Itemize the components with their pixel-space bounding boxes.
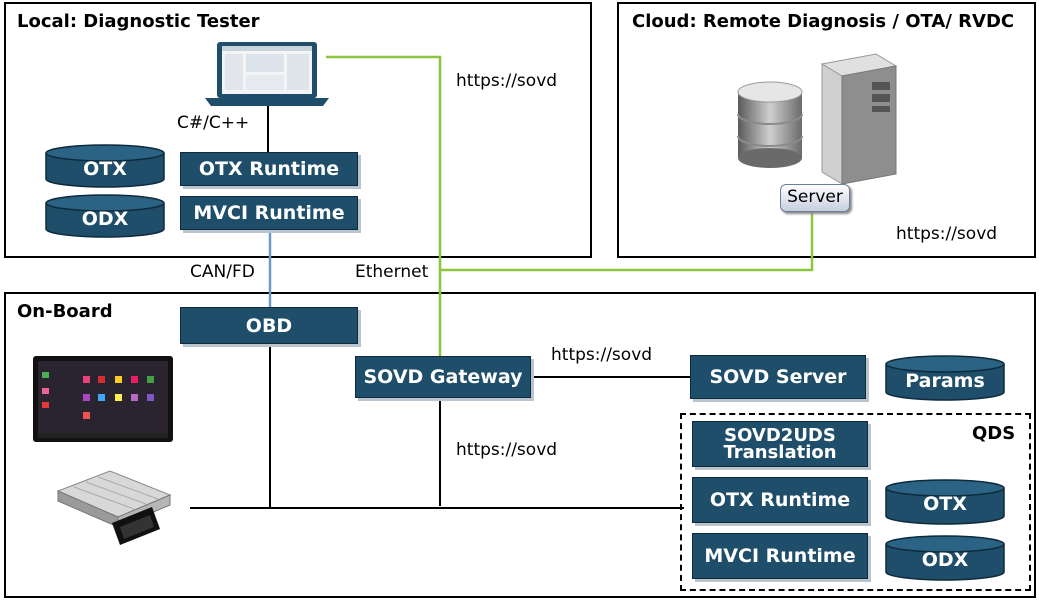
obd-box: OBD	[180, 307, 358, 344]
params-database-icon	[885, 355, 1005, 401]
language-label: C#/C++	[177, 113, 250, 133]
https-label-cloud: https://sovd	[896, 224, 998, 244]
infotainment-display-icon	[33, 356, 173, 442]
https-label-gateway-down: https://sovd	[456, 440, 558, 460]
database-stack-icon	[737, 81, 803, 168]
server-label: Server	[780, 184, 850, 212]
local-otx-runtime-box: OTX Runtime	[180, 152, 358, 186]
qds-odx-cylinder-label: ODX	[921, 549, 969, 571]
https-label-top: https://sovd	[456, 71, 558, 91]
odx-cylinder-label: ODX	[81, 208, 129, 230]
ethernet-label: Ethernet	[355, 262, 429, 282]
local-mvci-runtime-box: MVCI Runtime	[180, 196, 358, 230]
https-label-gateway-server: https://sovd	[551, 345, 653, 365]
server-tower-icon	[820, 53, 898, 185]
ethernet-line-cloud	[440, 212, 814, 272]
onboard-panel-title: On-Board	[17, 301, 113, 322]
qds-otx-runtime-box: OTX Runtime	[692, 477, 868, 523]
qds-odx-database-icon	[885, 535, 1005, 581]
ethernet-line-laptop	[326, 55, 442, 356]
qds-title: QDS	[972, 423, 1016, 444]
ecu-module-icon	[56, 470, 172, 545]
otx-cylinder-label: OTX	[83, 158, 127, 180]
qds-container	[680, 413, 1031, 591]
cloud-panel	[617, 2, 1036, 258]
canfd-label: CAN/FD	[190, 262, 255, 282]
qds-mvci-runtime-box: MVCI Runtime	[692, 533, 868, 579]
params-cylinder-label: Params	[905, 370, 985, 392]
otx-database-icon	[45, 144, 165, 188]
sovd-gateway-box: SOVD Gateway	[355, 356, 531, 398]
laptop-icon	[205, 42, 329, 106]
odx-database-icon	[45, 194, 165, 238]
sovd-server-box: SOVD Server	[690, 355, 866, 399]
translation-label-line1: SOVD2UDS	[724, 425, 836, 446]
cloud-panel-title: Cloud: Remote Diagnosis / OTA/ RVDC	[632, 11, 1015, 32]
qds-otx-cylinder-label: OTX	[923, 493, 967, 515]
translation-label-line2: Translation	[723, 442, 837, 463]
sovd2uds-translation-box: SOVD2UDS Translation	[692, 421, 868, 467]
local-panel-title: Local: Diagnostic Tester	[17, 11, 260, 32]
qds-otx-database-icon	[885, 479, 1005, 525]
